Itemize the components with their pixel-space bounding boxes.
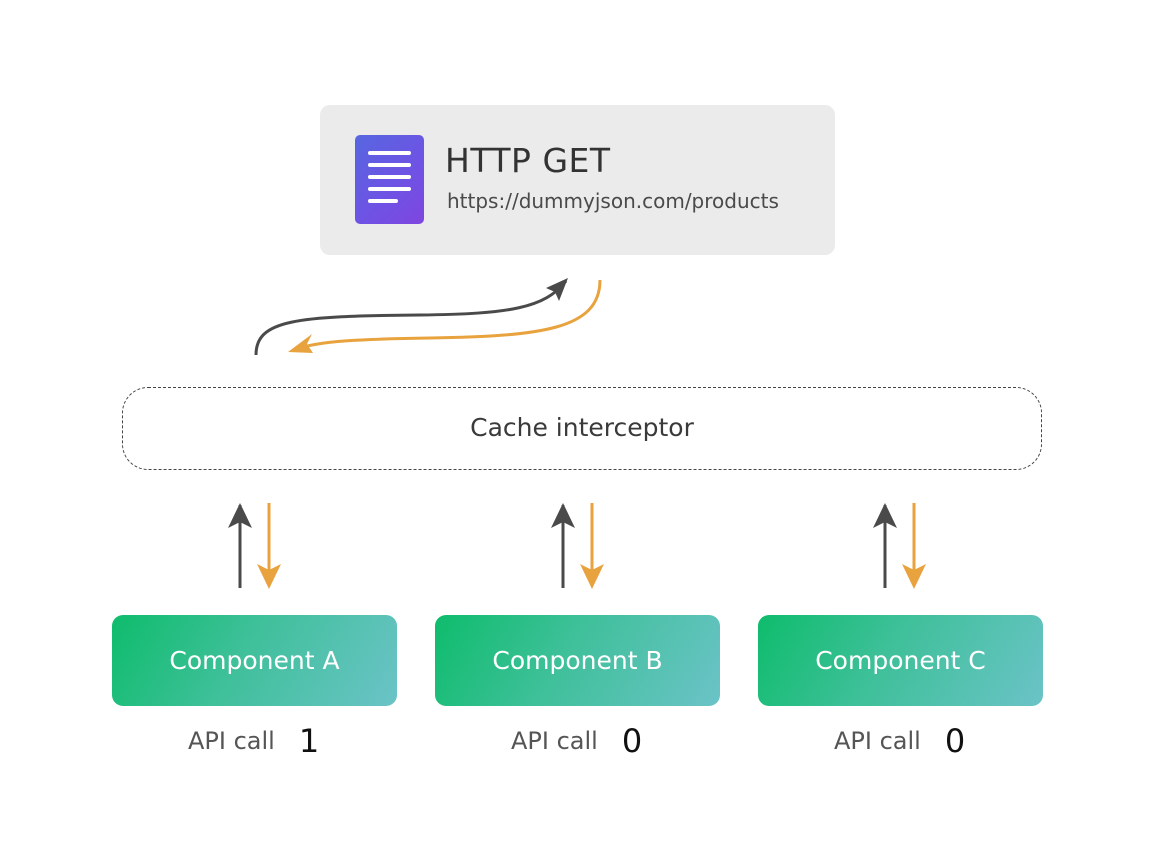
component-b-api-calls: API call 0 xyxy=(511,722,642,766)
component-b-response-arrowhead xyxy=(580,564,604,589)
component-a-box: Component A xyxy=(112,615,397,706)
request-method: HTTP GET xyxy=(445,141,611,180)
request-url: https://dummyjson.com/products xyxy=(447,189,779,213)
api-call-count: 0 xyxy=(621,722,643,760)
api-call-label: API call xyxy=(188,727,275,755)
request-to-server-arrowhead xyxy=(546,278,568,301)
component-a-api-calls: API call 1 xyxy=(188,722,319,766)
api-call-count: 0 xyxy=(944,722,966,760)
upstream-arrows xyxy=(254,278,602,356)
request-to-server-arrow xyxy=(254,280,568,356)
component-b-box: Component B xyxy=(435,615,720,706)
component-c-response-arrowhead xyxy=(902,564,926,589)
api-call-label: API call xyxy=(511,727,598,755)
api-call-label: API call xyxy=(834,727,921,755)
response-from-server-arrow xyxy=(295,279,602,351)
response-from-server-arrowhead xyxy=(288,334,313,353)
document-icon xyxy=(355,135,424,224)
component-a-request-arrowhead xyxy=(228,503,252,528)
cache-interceptor-label: Cache interceptor xyxy=(470,413,694,442)
component-c-box: Component C xyxy=(758,615,1043,706)
api-call-count: 1 xyxy=(298,722,320,760)
component-c-api-calls: API call 0 xyxy=(834,722,965,766)
component-a-response-arrowhead xyxy=(257,564,281,589)
component-c-arrows xyxy=(873,503,926,589)
cache-interceptor-box: Cache interceptor xyxy=(122,387,1042,470)
component-b-arrows xyxy=(551,503,604,589)
component-a-arrows xyxy=(228,503,281,589)
component-c-request-arrowhead xyxy=(873,503,897,528)
component-b-request-arrowhead xyxy=(551,503,575,528)
